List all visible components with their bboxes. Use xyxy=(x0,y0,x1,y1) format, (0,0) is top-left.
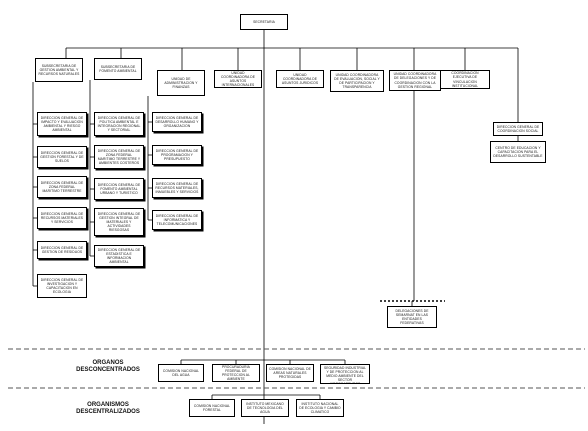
delegations-box: DELEGACIONES DE SEMARNAT EN LAS ENTIDADE… xyxy=(387,306,437,328)
branch-box-fomento: SUBSECRETARIA DE FOMENTO AMBIENTAL xyxy=(94,58,142,80)
desconcentrado-box: COMISION NACIONAL DE AREAS NATURALES PRO… xyxy=(266,364,314,382)
unit-box-col2: DIRECCION GENERAL DE ZONA FEDERAL MARITI… xyxy=(94,145,144,169)
unit-box-col2: DIRECCION GENERAL DE FOMENTO AMBIENTAL U… xyxy=(94,178,144,200)
unit-box-col2: DIRECCION GENERAL DE ESTADISTICA E INFOR… xyxy=(94,245,144,267)
branch-box-internacionales: UNIDAD COORDINADORA DE ASUNTOS INTERNACI… xyxy=(214,70,262,88)
section-title-descentralizados: ORGANISMOS DESCENTRALIZADOS xyxy=(76,402,140,415)
branch-box-vinculacion: COORDINACION EJECUTIVA DE VINCULACION IN… xyxy=(440,70,490,89)
unit-box-col1: DIRECCION GENERAL DE GESTION FORESTAL Y … xyxy=(37,146,87,168)
unit-box-col3: DIRECCION GENERAL DE RECURSOS MATERIALES… xyxy=(152,178,202,198)
unit-box-col3: DIRECCION GENERAL DE PROGRAMACION Y PRES… xyxy=(152,145,202,165)
desconcentrado-box: COMISION NACIONAL DEL AGUA xyxy=(158,364,204,382)
secretaria-box: SECRETARIA xyxy=(240,14,288,30)
branch-box-juridicos: UNIDAD COORDINADORA DE ASUNTOS JURIDICOS xyxy=(276,70,324,88)
descentralizado-box: INSTITUTO MEXICANO DE TECNOLOGIA DEL AGU… xyxy=(241,399,289,417)
unit-box-col1: DIRECCION GENERAL DE RECURSOS MATERIALES… xyxy=(37,207,87,229)
unit-box-col1: DIRECCION GENERAL DE ZONA FEDERAL MARITI… xyxy=(37,176,87,198)
branch-box-gestion-ambiental: SUBSECRETARIA DE GESTION AMBIENTAL Y REC… xyxy=(35,58,83,82)
branch-box-participacion: UNIDAD COORDINADORA DE EVALUACION, SOCIA… xyxy=(330,70,384,92)
descentralizado-box: COMISION NACIONAL FORESTAL xyxy=(189,399,235,417)
unit-box-col1: DIRECCION GENERAL DE GESTION DE RESIDUOS xyxy=(37,241,87,259)
desconcentrado-box: AGENCIA NACIONAL DE SEGURIDAD INDUSTRIAL… xyxy=(320,364,370,384)
unit-box-col3: DIRECCION GENERAL DE INFORMATICA Y TELEC… xyxy=(152,210,202,230)
section-title-desconcentrados: ORGANOS DESCONCENTRADOS xyxy=(76,360,140,373)
unit-box-coord: DIRECCION GENERAL DE COORDINACION SOCIAL xyxy=(493,122,543,136)
descentralizado-box: INSTITUTO NACIONAL DE ECOLOGIA Y CAMBIO … xyxy=(296,399,344,417)
unit-box-col2: DIRECCION GENERAL DE GESTION INTEGRAL DE… xyxy=(94,208,144,236)
branch-box-administracion: UNIDAD DE ADMINISTRACION Y FINANZAS xyxy=(157,70,205,96)
unit-box-col1: DIRECCION GENERAL DE INVESTIGACION Y CAP… xyxy=(37,274,87,298)
unit-box-col2: DIRECCION GENERAL DE POLITICA AMBIENTAL … xyxy=(94,112,144,136)
desconcentrado-box: PROCURADURIA FEDERAL DE PROTECCION AL AM… xyxy=(212,364,260,382)
unit-box-col1: DIRECCION GENERAL DE IMPACTO Y EVALUACIO… xyxy=(37,112,87,136)
unit-box-col3: DIRECCION GENERAL DE DESARROLLO HUMANO Y… xyxy=(152,112,202,132)
unit-box-coord: CENTRO DE EDUCACION Y CAPACITACION PARA … xyxy=(490,141,546,163)
branch-box-delegaciones-coord: UNIDAD COORDINADORA DE DELEGACIONES Y DE… xyxy=(389,70,441,91)
